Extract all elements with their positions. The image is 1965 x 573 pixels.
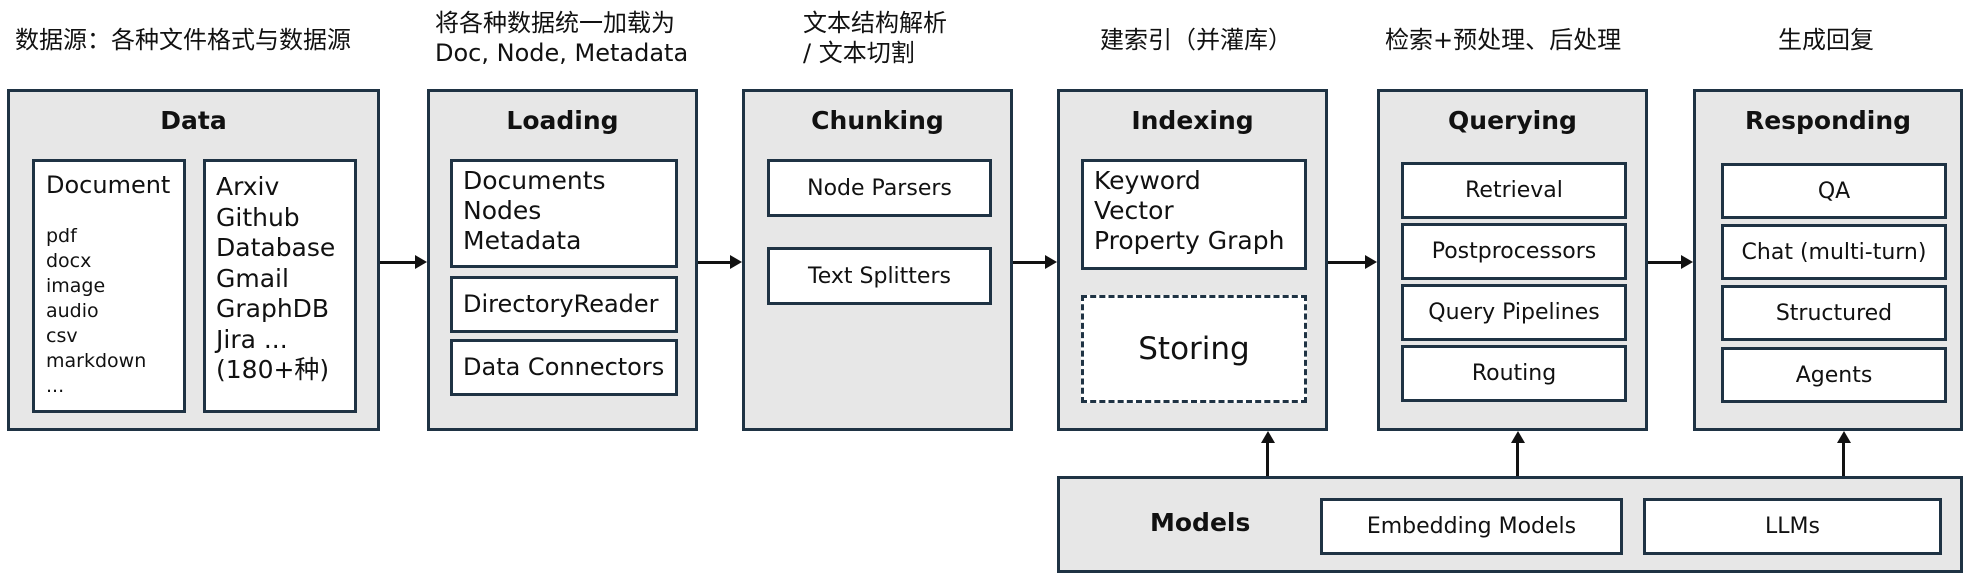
responding-item-box: Agents [1721, 347, 1947, 403]
format-item: markdown [46, 350, 147, 372]
caption-querying: 检索+预处理、后处理 [1385, 26, 1622, 54]
stage-responding-title: Responding [1744, 106, 1912, 135]
arrow-loading-to-chunking [698, 261, 731, 264]
stage-data: Data Document pdf docx image audio csv m… [7, 89, 380, 431]
responding-item-box: Structured [1721, 285, 1947, 341]
responding-item-label: Chat (multi-turn) [1741, 239, 1927, 265]
stage-models-title: Models [1150, 508, 1251, 537]
source-item: Github [216, 202, 300, 232]
document-title: Document [46, 171, 171, 199]
querying-item-label: Postprocessors [1431, 239, 1597, 264]
document-format-list: pdf docx image audio csv markdown ... [46, 224, 146, 399]
directory-reader-box: DirectoryReader [450, 276, 678, 333]
arrow-models-to-indexing [1266, 442, 1269, 476]
querying-item-label: Routing [1471, 361, 1557, 386]
arrow-data-to-loading [380, 261, 416, 264]
arrow-querying-to-responding [1648, 261, 1682, 264]
source-item: Database [216, 233, 336, 262]
index-type-list: Keyword Vector Property Graph [1094, 166, 1284, 256]
embedding-models-box: Embedding Models [1320, 498, 1623, 555]
source-item: (180+种) [216, 355, 330, 384]
index-type-item: Property Graph [1094, 226, 1285, 255]
arrow-chunking-to-indexing-head [1045, 255, 1057, 269]
stage-responding: Responding QA Chat (multi-turn) Structur… [1693, 89, 1963, 431]
embedding-models-label: Embedding Models [1366, 514, 1577, 539]
responding-item-label: Agents [1795, 362, 1873, 388]
caption-chunking: 文本结构解析 / 文本切割 [803, 9, 947, 67]
directory-reader-label: DirectoryReader [463, 290, 659, 318]
loading-item: Nodes [463, 196, 542, 225]
arrow-models-to-querying [1516, 442, 1519, 476]
querying-item-box: Retrieval [1401, 162, 1627, 219]
node-parsers-label: Node Parsers [807, 175, 952, 201]
arrow-models-to-querying-head [1511, 431, 1525, 443]
caption-data: 数据源：各种文件格式与数据源 [15, 26, 351, 54]
querying-item-label: Query Pipelines [1428, 300, 1600, 325]
querying-item-box: Query Pipelines [1401, 284, 1627, 341]
sources-box: Arxiv Github Database Gmail GraphDB Jira… [203, 159, 357, 413]
storing-label: Storing [1138, 331, 1250, 367]
stage-loading: Loading Documents Nodes Metadata Directo… [427, 89, 698, 431]
node-parsers-box: Node Parsers [767, 159, 992, 217]
arrow-data-to-loading-head [415, 255, 427, 269]
llms-box: LLMs [1643, 498, 1942, 555]
arrow-indexing-to-querying [1328, 261, 1366, 264]
format-item: ... [46, 375, 65, 397]
loading-items-box: Documents Nodes Metadata [450, 159, 678, 268]
arrow-indexing-to-querying-head [1365, 255, 1377, 269]
text-splitters-box: Text Splitters [767, 247, 992, 305]
responding-item-label: QA [1817, 178, 1851, 204]
source-item: GraphDB [216, 294, 330, 323]
format-item: csv [46, 325, 78, 347]
source-item: Gmail [216, 263, 289, 293]
stage-querying-title: Querying [1448, 106, 1577, 135]
arrow-loading-to-chunking-head [730, 255, 742, 269]
arrow-chunking-to-indexing [1013, 261, 1046, 264]
responding-item-box: QA [1721, 163, 1947, 219]
querying-item-box: Postprocessors [1401, 223, 1627, 280]
text-splitters-label: Text Splitters [808, 263, 951, 289]
stage-data-title: Data [160, 106, 227, 135]
stage-indexing: Indexing Keyword Vector Property Graph S… [1057, 89, 1328, 431]
arrow-querying-to-responding-head [1681, 255, 1693, 269]
caption-responding: 生成回复 [1778, 26, 1874, 54]
format-item: image [46, 275, 106, 297]
format-item: docx [46, 250, 92, 272]
index-type-item: Keyword [1094, 166, 1201, 195]
stage-chunking: Chunking Node Parsers Text Splitters [742, 89, 1013, 431]
llms-label: LLMs [1765, 514, 1820, 539]
source-item: Jira ... [216, 324, 288, 354]
stage-loading-title: Loading [506, 106, 619, 135]
loading-item: Documents [463, 166, 606, 195]
index-types-box: Keyword Vector Property Graph [1081, 159, 1307, 270]
responding-item-box: Chat (multi-turn) [1721, 224, 1947, 280]
responding-item-label: Structured [1775, 300, 1893, 326]
querying-item-box: Routing [1401, 345, 1627, 402]
format-item: audio [46, 300, 99, 322]
format-item: pdf [46, 225, 77, 247]
arrow-models-to-responding [1842, 442, 1845, 476]
source-item: Arxiv [216, 172, 280, 201]
stage-chunking-title: Chunking [811, 106, 944, 135]
caption-indexing: 建索引（并灌库） [1100, 26, 1292, 54]
stage-models: Models Embedding Models LLMs [1057, 476, 1963, 573]
loading-item: Metadata [463, 226, 582, 255]
caption-loading: 将各种数据统一加载为 Doc, Node, Metadata [435, 9, 689, 67]
data-connectors-box: Data Connectors [450, 339, 678, 396]
document-box: Document pdf docx image audio csv markdo… [32, 159, 186, 413]
storing-box: Storing [1081, 295, 1307, 403]
arrow-models-to-responding-head [1837, 431, 1851, 443]
loading-item-list: Documents Nodes Metadata [463, 166, 606, 256]
stage-querying: Querying Retrieval Postprocessors Query … [1377, 89, 1648, 431]
source-list: Arxiv Github Database Gmail GraphDB Jira… [216, 172, 335, 386]
data-connectors-label: Data Connectors [463, 353, 665, 381]
querying-item-label: Retrieval [1465, 178, 1563, 203]
arrow-models-to-indexing-head [1261, 431, 1275, 443]
stage-indexing-title: Indexing [1131, 106, 1254, 135]
index-type-item: Vector [1094, 196, 1174, 225]
